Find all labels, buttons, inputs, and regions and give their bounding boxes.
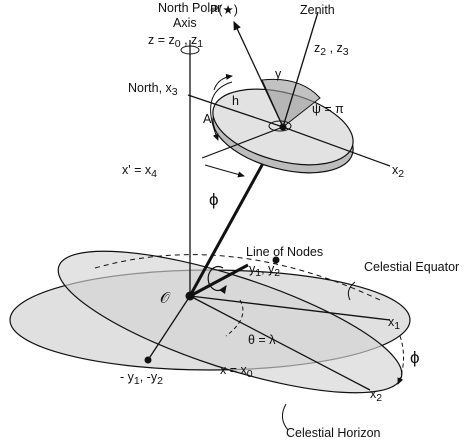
- h-label: h: [232, 94, 239, 108]
- equator-back-arc: [94, 254, 381, 301]
- neg-y-label: - y1, -y2: [120, 370, 163, 387]
- y1-y2-label: y1, y2: [249, 262, 280, 279]
- celestial-equator-label: Celestial Equator: [364, 260, 459, 274]
- horizon-label-pointer: [282, 403, 289, 431]
- zenith-label: Zenith: [300, 3, 335, 17]
- phi-arc-right: [397, 335, 404, 385]
- axis-rotation-arrow: [180, 45, 200, 55]
- equator-label-pointer: [347, 281, 356, 301]
- x-x0-label: x = x0: [220, 363, 253, 380]
- phi-right-label: ϕ: [410, 348, 420, 367]
- gamma-label: γ: [275, 67, 282, 81]
- zenith-axis-line: [282, 11, 319, 128]
- north-polar-axis-label-2: Axis: [173, 16, 197, 30]
- neg-y-line: [147, 295, 191, 361]
- x2-bottom-label: x2: [370, 387, 382, 404]
- x2-top-line: [282, 126, 391, 167]
- z2-z3-label: z2 , z3: [314, 41, 349, 58]
- disk-rotation-arrow: [213, 73, 233, 91]
- p-star-label: P(★): [210, 3, 238, 17]
- theta-arc: [225, 299, 244, 337]
- z-equation-label: z = z0 , z1: [148, 33, 203, 50]
- star-direction-line: [233, 20, 284, 128]
- x-prime-label: x' = x4: [122, 163, 157, 180]
- x1-label: x1: [388, 315, 400, 332]
- north-x3-label: North, x3: [128, 81, 178, 98]
- neg-y-node-dot: [144, 356, 152, 364]
- gamma-wedge: [261, 78, 321, 128]
- celestial-horizon-label: Celestial Horizon: [286, 426, 381, 440]
- phi-arc-top: [204, 164, 245, 178]
- north-x3-line: [187, 94, 284, 128]
- north-polar-axis-label-1: North Polar: [158, 1, 221, 15]
- line-of-nodes: [189, 263, 249, 298]
- node-rotation-arrow: [207, 265, 227, 294]
- x2-top-label: x2: [392, 163, 404, 180]
- theta-lambda-label: θ = λ: [248, 333, 276, 347]
- x1-line: [189, 295, 391, 321]
- y-node-dot: [272, 256, 280, 264]
- x4-line: [201, 126, 284, 159]
- line-of-nodes-label: Line of Nodes: [246, 245, 323, 259]
- psi-label: ψ = π: [312, 102, 344, 116]
- origin-label: 𝒪: [160, 290, 171, 307]
- A-rotation-arrow: [210, 81, 233, 141]
- phi-top-label: ϕ: [209, 190, 219, 209]
- A-label: A: [203, 112, 212, 126]
- x0-line: [189, 295, 371, 391]
